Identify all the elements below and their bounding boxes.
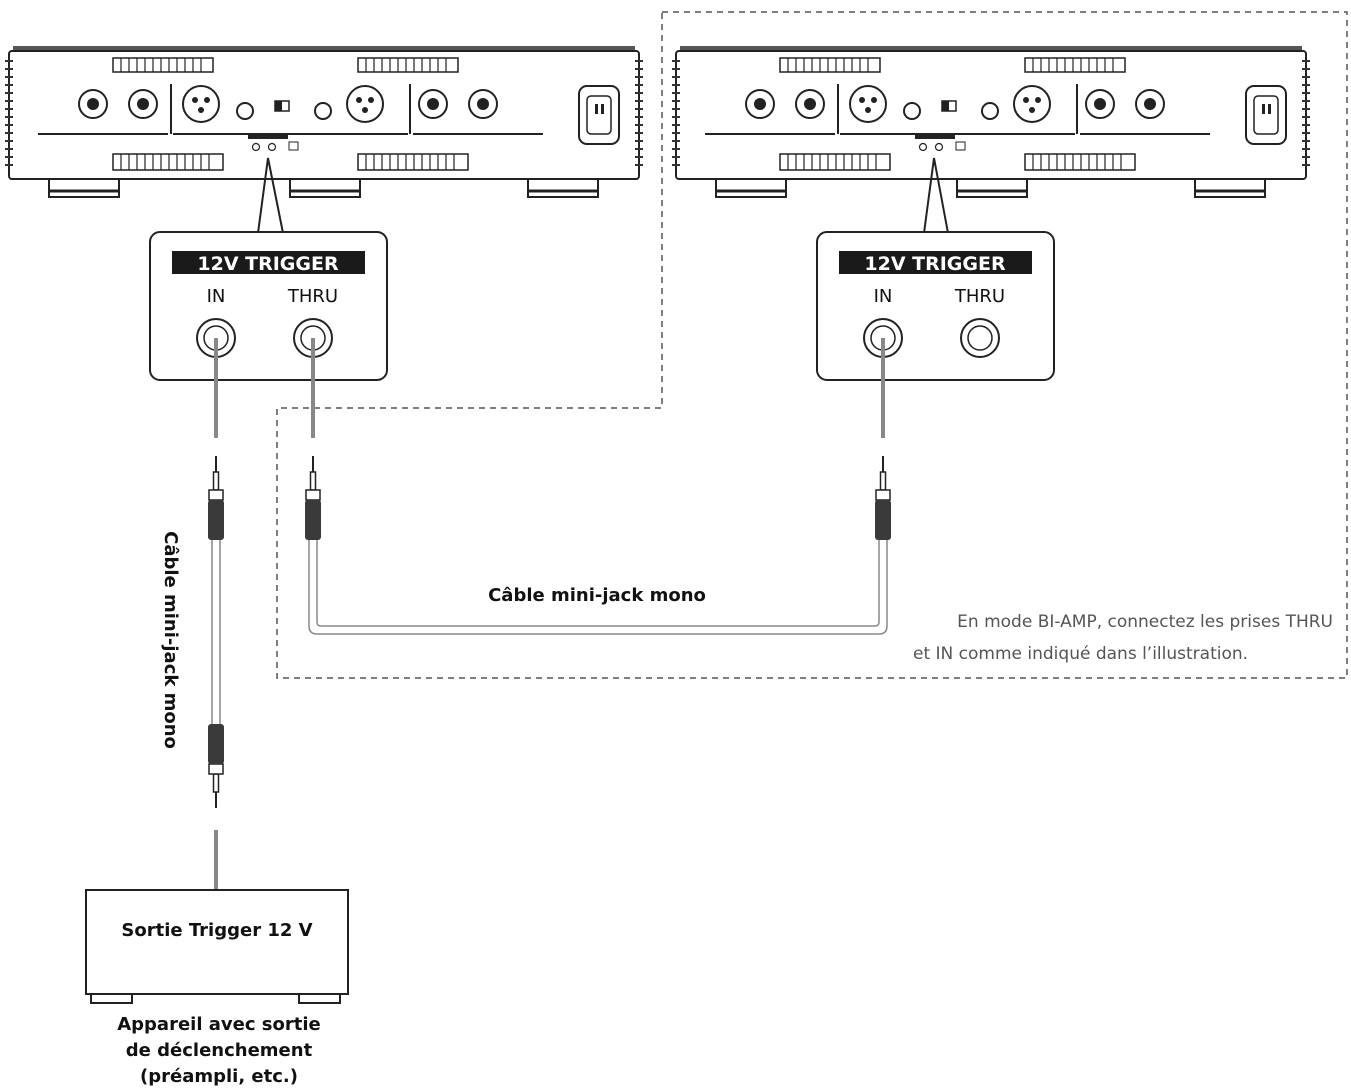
vertical-mini-jack-cable: [211, 540, 221, 724]
callout-line-2: [923, 157, 949, 234]
trigger-header-bg-1: [172, 251, 365, 274]
trigger-header-1: 12V TRIGGER: [197, 253, 339, 275]
mini-jack-plug-1-top[interactable]: [207, 455, 225, 541]
mini-jack-plug-3-right[interactable]: [874, 455, 892, 541]
mini-jack-plug-1-bottom[interactable]: [207, 723, 225, 809]
bi-amp-note-line-1: En mode BI-AMP, connectez les prises THR…: [957, 612, 1333, 632]
bi-amp-dashed-region: [276, 11, 1348, 679]
mini-jack-plug-2-left[interactable]: [304, 455, 322, 541]
device-caption-line-1: Appareil avec sortie: [117, 1014, 321, 1035]
horizontal-mini-jack-cable: [308, 540, 888, 635]
vertical-cable-label: Câble mini-jack mono: [160, 531, 181, 749]
thru-jack-2[interactable]: [960, 318, 1000, 358]
device-caption-line-2: de déclenchement: [126, 1040, 313, 1061]
bi-amp-note-line-2: et IN comme indiqué dans l’illustration.: [913, 644, 1248, 664]
trigger-panel-2: 12V TRIGGER IN THRU: [816, 231, 1055, 381]
horizontal-cable-label: Câble mini-jack mono: [488, 585, 706, 606]
amplifier-2-rear-panel: [670, 44, 1312, 199]
device-box-label: Sortie Trigger 12 V: [121, 920, 312, 941]
trigger-source-device: [85, 889, 349, 1004]
amplifier-1-rear-panel: [3, 44, 645, 199]
trigger-header-bg-2: [839, 251, 1032, 274]
in-label-2: IN: [874, 286, 893, 307]
thru-label-2: THRU: [954, 286, 1005, 307]
thru-label-1: THRU: [287, 286, 338, 307]
callout-line-1: [257, 157, 284, 234]
in-label-1: IN: [207, 286, 226, 307]
trigger-panel-1: 12V TRIGGER IN THRU: [149, 231, 388, 381]
cable-stubs: [214, 338, 885, 438]
device-caption-line-3: (préampli, etc.): [140, 1066, 298, 1087]
trigger-header-2: 12V TRIGGER: [864, 253, 1006, 275]
